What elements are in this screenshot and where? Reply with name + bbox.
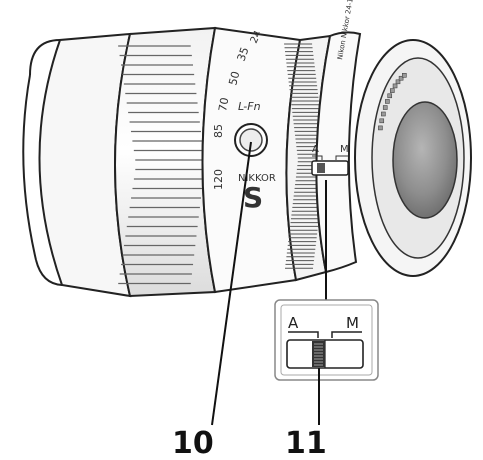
lfn-label: L-Fn — [238, 100, 261, 113]
inset-label-m: M — [346, 314, 359, 332]
focal-mark-85: 85 — [212, 124, 225, 138]
inset-switch-knob — [312, 341, 325, 367]
lens-barrel — [201, 26, 302, 294]
s-series-mark: S — [243, 181, 263, 214]
rear-lens-element — [392, 101, 458, 219]
focal-length-scale: 120 85 70 50 35 24 — [212, 29, 264, 190]
callout-line-10 — [211, 141, 252, 426]
focal-mark-50: 50 — [226, 70, 242, 87]
focal-mark-120: 120 — [212, 169, 225, 190]
callout-number-11: 11 — [285, 426, 327, 460]
callout-number-10: 10 — [172, 426, 214, 460]
focal-mark-24: 24 — [249, 29, 264, 45]
focal-mark-70: 70 — [216, 96, 231, 112]
focal-mark-35: 35 — [235, 45, 252, 63]
lfn-button — [234, 123, 268, 157]
nikkor-brand-label: NIKKOR — [238, 173, 276, 184]
zoom-ring — [114, 26, 217, 298]
switch-label-a: A — [312, 144, 319, 155]
inset-label-a: A — [288, 314, 299, 332]
switch-detail-inset: A M — [274, 299, 379, 381]
switch-label-m: M — [340, 144, 349, 155]
lens-front-section — [22, 32, 132, 298]
